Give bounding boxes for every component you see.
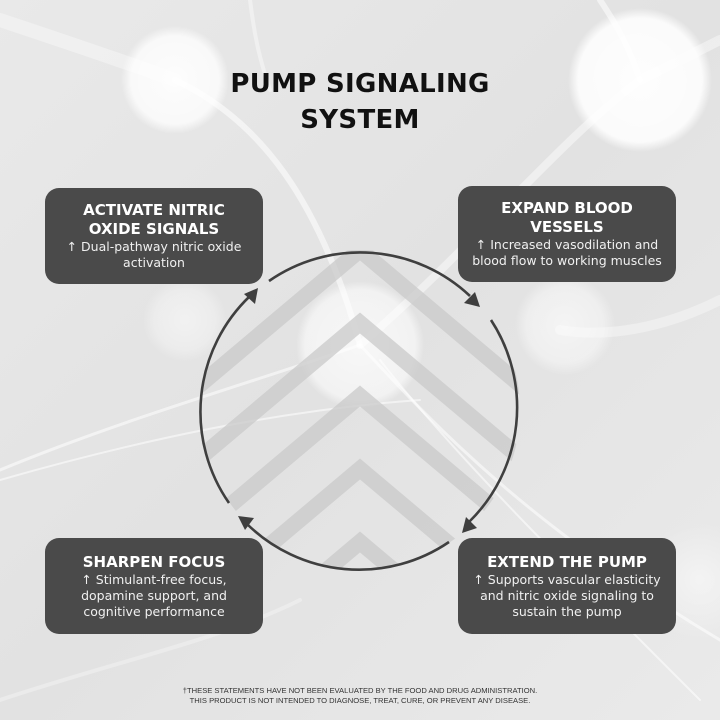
cycle-arrows [199,251,519,572]
step-expand-blood-vessels: EXPAND BLOOD VESSELS ↑ Increased vasodil… [458,186,676,282]
step-description-line: ↑ Increased vasodilation and [475,237,659,252]
step-heading: EXPAND BLOOD VESSELS [464,199,670,237]
disclaimer-line-1: †THESE STATEMENTS HAVE NOT BEEN EVALUATE… [182,686,538,695]
step-sharpen-focus: SHARPEN FOCUS ↑ Stimulant-free focus, do… [45,538,263,634]
disclaimer-line-2: THIS PRODUCT IS NOT INTENDED TO DIAGNOSE… [189,696,531,705]
upward-chevrons-icon [200,250,520,570]
step-heading: EXTEND THE PUMP [464,553,670,572]
step-heading: SHARPEN FOCUS [51,553,257,572]
step-description-line: activation [123,255,185,270]
step-activate-nitric-oxide: ACTIVATE NITRIC OXIDE SIGNALS ↑ Dual-pat… [45,188,263,284]
step-description-line: ↑ Dual-pathway nitric oxide [66,239,242,254]
arrowhead-top-right-icon [464,292,480,307]
arrowhead-bottom-left-icon [238,516,254,530]
step-heading-line: VESSELS [530,218,604,236]
arrowhead-bottom-right-icon [462,517,477,533]
step-extend-the-pump: EXTEND THE PUMP ↑ Supports vascular elas… [458,538,676,634]
page-title: PUMP SIGNALING SYSTEM [0,66,720,138]
step-description-line: dopamine support, and [81,587,227,603]
step-heading-line: OXIDE SIGNALS [88,220,220,238]
fda-disclaimer: †THESE STATEMENTS HAVE NOT BEEN EVALUATE… [0,686,720,706]
step-description-line: ↑ Supports vascular elasticity [473,571,661,587]
step-heading-line: EXPAND BLOOD [501,199,633,217]
step-heading-line: SHARPEN FOCUS [82,552,226,571]
step-description: ↑ Supports vascular elasticity and nitri… [464,572,670,620]
step-description-line: ↑ Stimulant-free focus, [81,571,227,587]
step-description-line: blood flow to working muscles [472,253,662,268]
page-title-line-1: PUMP SIGNALING [230,69,490,99]
arrowhead-top-left-icon [244,288,258,304]
step-description-line: and nitric oxide signaling to [480,587,654,603]
step-heading: ACTIVATE NITRIC OXIDE SIGNALS [51,201,257,239]
step-description: ↑ Increased vasodilation and blood flow … [464,237,670,269]
arrowheads [238,288,480,533]
page-title-line-2: SYSTEM [300,105,420,135]
step-heading-line: ACTIVATE NITRIC [83,201,225,219]
step-description-line: cognitive performance [83,603,225,619]
step-heading-line: EXTEND THE PUMP [487,552,647,571]
step-description: ↑ Dual-pathway nitric oxide activation [51,239,257,271]
step-description: ↑ Stimulant-free focus, dopamine support… [51,572,257,620]
step-description-line: sustain the pump [512,603,622,619]
